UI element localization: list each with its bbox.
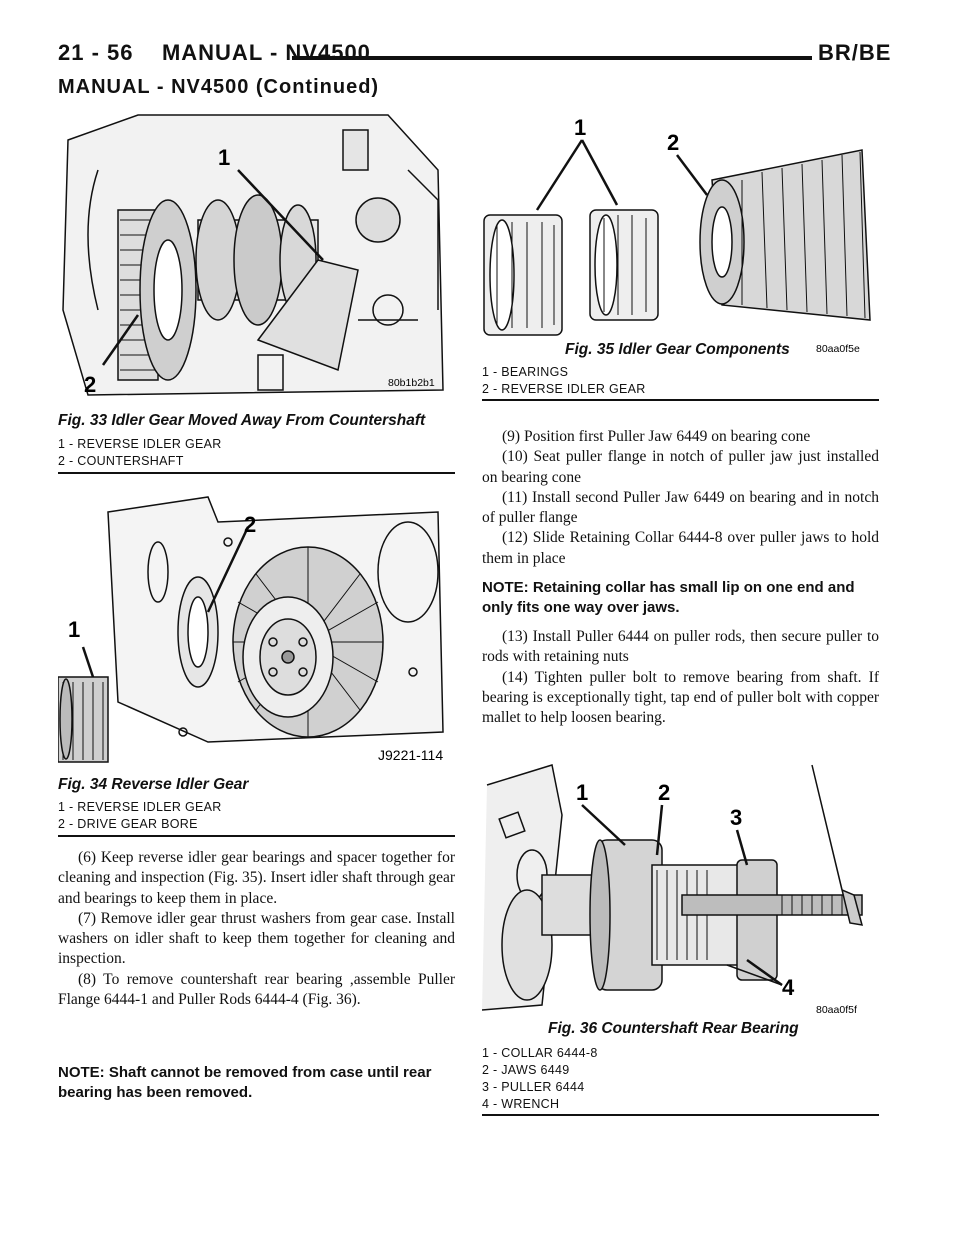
step-13: (13) Install Puller 6444 on puller rods,… bbox=[482, 628, 879, 666]
fig34-code: J9221-114 bbox=[378, 747, 443, 763]
right-column-text-a: (9) Position first Puller Jaw 6449 on be… bbox=[482, 427, 879, 569]
fig35-callout-2: 2 bbox=[667, 130, 679, 155]
section-continued-title: MANUAL - NV4500 (Continued) bbox=[58, 76, 380, 98]
step-7: (7) Remove idler gear thrust washers fro… bbox=[58, 909, 455, 968]
fig34-legend: 1 - REVERSE IDLER GEAR 2 - DRIVE GEAR BO… bbox=[58, 799, 222, 833]
fig34-caption: Fig. 34 Reverse Idler Gear bbox=[58, 776, 249, 793]
left-note: NOTE: Shaft cannot be removed from case … bbox=[58, 1064, 432, 1101]
fig36-legend: 1 - COLLAR 6444-8 2 - JAWS 6449 3 - PULL… bbox=[482, 1045, 598, 1113]
fig33-illustration: 1 2 80b1b2b1 bbox=[58, 110, 453, 402]
fig34-callout-2: 2 bbox=[244, 512, 256, 537]
fig33-code: 80b1b2b1 bbox=[388, 377, 435, 389]
fig36-legend-item: 1 - COLLAR 6444-8 bbox=[482, 1046, 598, 1060]
page-header-left: 21 - 56 MANUAL - NV4500 bbox=[58, 40, 371, 65]
step-10: (10) Seat puller flange in notch of pull… bbox=[482, 448, 879, 486]
step-6: (6) Keep reverse idler gear bearings and… bbox=[58, 849, 455, 907]
fig33-callout-1: 1 bbox=[218, 145, 230, 170]
fig33-caption: Fig. 33 Idler Gear Moved Away From Count… bbox=[58, 412, 426, 429]
fig33-legend: 1 - REVERSE IDLER GEAR 2 - COUNTERSHAFT bbox=[58, 436, 222, 470]
fig36-callout-3: 3 bbox=[730, 805, 742, 830]
fig36-legend-item: 2 - JAWS 6449 bbox=[482, 1063, 570, 1077]
fig36-code: 80aa0f5f bbox=[816, 1004, 857, 1016]
fig35-legend-item: 1 - BEARINGS bbox=[482, 365, 569, 379]
fig36-callout-4: 4 bbox=[782, 975, 795, 1000]
fig34-illustration: 2 1 J9221-114 bbox=[58, 482, 453, 772]
fig35-code: 80aa0f5e bbox=[816, 343, 860, 355]
fig36-callout-2: 2 bbox=[658, 780, 670, 805]
fig34-callout-1: 1 bbox=[68, 617, 80, 642]
fig33-rule bbox=[58, 472, 455, 474]
fig35-legend-item: 2 - REVERSE IDLER GEAR bbox=[482, 382, 646, 396]
fig36-caption: Fig. 36 Countershaft Rear Bearing bbox=[548, 1020, 799, 1037]
fig35-legend: 1 - BEARINGS 2 - REVERSE IDLER GEAR bbox=[482, 364, 646, 398]
step-8: (8) To remove countershaft rear bearing … bbox=[58, 970, 455, 1009]
fig33-legend-item: 1 - REVERSE IDLER GEAR bbox=[58, 437, 222, 451]
step-11: (11) Install second Puller Jaw 6449 on b… bbox=[482, 488, 879, 527]
fig36-callout-1: 1 bbox=[576, 780, 588, 805]
header-rule bbox=[292, 56, 812, 60]
fig36-illustration: 1 2 3 4 80aa0f5f bbox=[482, 755, 877, 1020]
fig34-legend-item: 2 - DRIVE GEAR BORE bbox=[58, 817, 198, 831]
fig34-legend-item: 1 - REVERSE IDLER GEAR bbox=[58, 800, 222, 814]
page-header-right: BR/BE bbox=[818, 40, 892, 65]
fig35-illustration: 1 2 80aa0f5e bbox=[482, 110, 877, 358]
fig36-legend-item: 3 - PULLER 6444 bbox=[482, 1080, 585, 1094]
right-note: NOTE: Retaining collar has small lip on … bbox=[482, 579, 855, 616]
left-column-text: (6) Keep reverse idler gear bearings and… bbox=[58, 848, 455, 1010]
fig33-legend-item: 2 - COUNTERSHAFT bbox=[58, 454, 184, 468]
fig36-rule bbox=[482, 1114, 879, 1116]
fig35-rule bbox=[482, 399, 879, 401]
fig34-rule bbox=[58, 835, 455, 837]
right-column-text-b: (13) Install Puller 6444 on puller rods,… bbox=[482, 627, 879, 728]
step-12: (12) Slide Retaining Collar 6444-8 over … bbox=[482, 529, 879, 567]
fig35-callout-1: 1 bbox=[574, 115, 586, 140]
step-14: (14) Tighten puller bolt to remove beari… bbox=[482, 668, 879, 727]
step-9: (9) Position first Puller Jaw 6449 on be… bbox=[502, 428, 811, 445]
fig35-caption: Fig. 35 Idler Gear Components bbox=[565, 341, 790, 358]
fig33-callout-2: 2 bbox=[84, 372, 96, 397]
fig36-legend-item: 4 - WRENCH bbox=[482, 1097, 560, 1111]
